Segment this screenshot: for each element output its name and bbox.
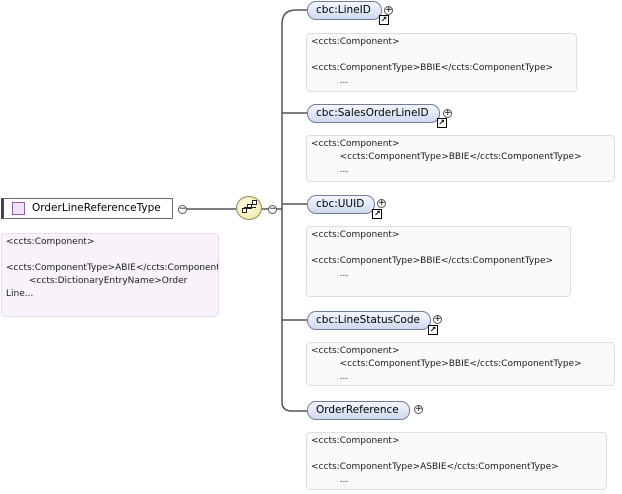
reference-arrow-icon: ↗ (427, 325, 438, 335)
sales-order-line-id-documentation: <ccts:Component> <ccts:ComponentType>BBI… (306, 135, 615, 182)
element-label: OrderReference (316, 404, 399, 416)
element-label: cbc:UUID (316, 198, 365, 210)
element-uuid[interactable]: cbc:UUID ↗ (307, 195, 383, 219)
line-status-code-documentation: <ccts:Component> <ccts:ComponentType>BBI… (306, 342, 615, 386)
collapse-sequence-toggle[interactable]: − (268, 204, 277, 214)
element-label: cbc:SalesOrderLineID (316, 107, 429, 119)
expand-order-reference-toggle[interactable]: + (414, 404, 423, 414)
expand-sales-order-line-id-toggle[interactable]: + (443, 108, 452, 118)
element-line-status-code[interactable]: cbc:LineStatusCode ↗ (307, 311, 438, 335)
reference-arrow-icon: ↗ (436, 118, 447, 128)
expand-line-status-code-toggle[interactable]: + (433, 314, 442, 324)
sequence-compositor-icon[interactable] (236, 196, 262, 220)
expand-line-id-toggle[interactable]: + (384, 5, 393, 15)
element-order-reference[interactable]: OrderReference (307, 401, 410, 420)
uuid-documentation: <ccts:Component> <ccts:ComponentType>BBI… (306, 226, 571, 297)
element-label: cbc:LineStatusCode (316, 314, 420, 326)
order-reference-documentation: <ccts:Component> <ccts:ComponentType>ASB… (306, 432, 607, 490)
root-documentation: <ccts:Component> <ccts:ComponentType>ABI… (1, 233, 219, 317)
reference-arrow-icon: ↗ (378, 15, 389, 25)
root-type-label: OrderLineReferenceType (32, 202, 161, 214)
complex-type-icon (12, 202, 25, 215)
reference-arrow-icon: ↗ (372, 209, 383, 219)
expand-uuid-toggle[interactable]: + (377, 198, 386, 208)
element-label: cbc:LineID (316, 4, 371, 16)
element-line-id[interactable]: cbc:LineID ↗ (307, 1, 389, 25)
element-sales-order-line-id[interactable]: cbc:SalesOrderLineID ↗ (307, 104, 447, 128)
line-id-documentation: <ccts:Component> <ccts:ComponentType>BBI… (306, 33, 577, 92)
collapse-root-toggle[interactable]: − (178, 204, 187, 214)
root-type-node[interactable]: OrderLineReferenceType (1, 198, 173, 219)
